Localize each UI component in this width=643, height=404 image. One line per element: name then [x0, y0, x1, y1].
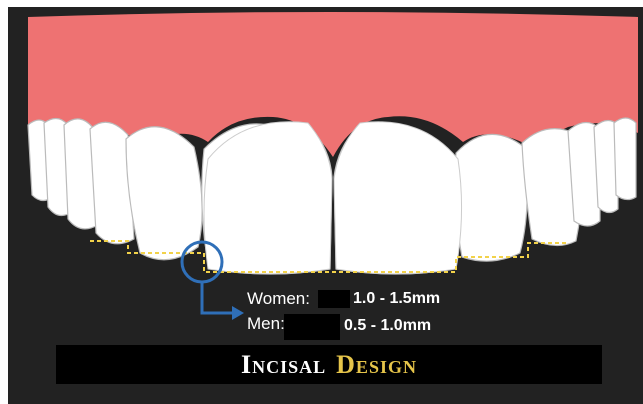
- front-tooth-right: [334, 122, 462, 274]
- tooth-left-canine: [126, 127, 202, 260]
- title-banner: Incisal Design: [56, 345, 602, 384]
- front-tooth-left: [204, 122, 332, 274]
- banner-title-word-1: Incisal: [241, 350, 326, 379]
- pointer-arrowhead: [232, 306, 244, 320]
- men-label: Men:: [247, 314, 285, 334]
- pointer-arrow: [202, 282, 234, 313]
- banner-title: Incisal Design: [241, 350, 417, 380]
- redaction-box: [284, 314, 340, 340]
- tooth-right-lateral-incisor: [455, 134, 527, 261]
- tooth-right-molar: [614, 118, 636, 200]
- men-value: 0.5 - 1.0mm: [344, 317, 431, 335]
- banner-title-word-2: Design: [336, 350, 417, 379]
- redaction-box: [318, 290, 350, 308]
- women-label: Women:: [247, 289, 310, 309]
- women-value: 1.0 - 1.5mm: [353, 290, 440, 308]
